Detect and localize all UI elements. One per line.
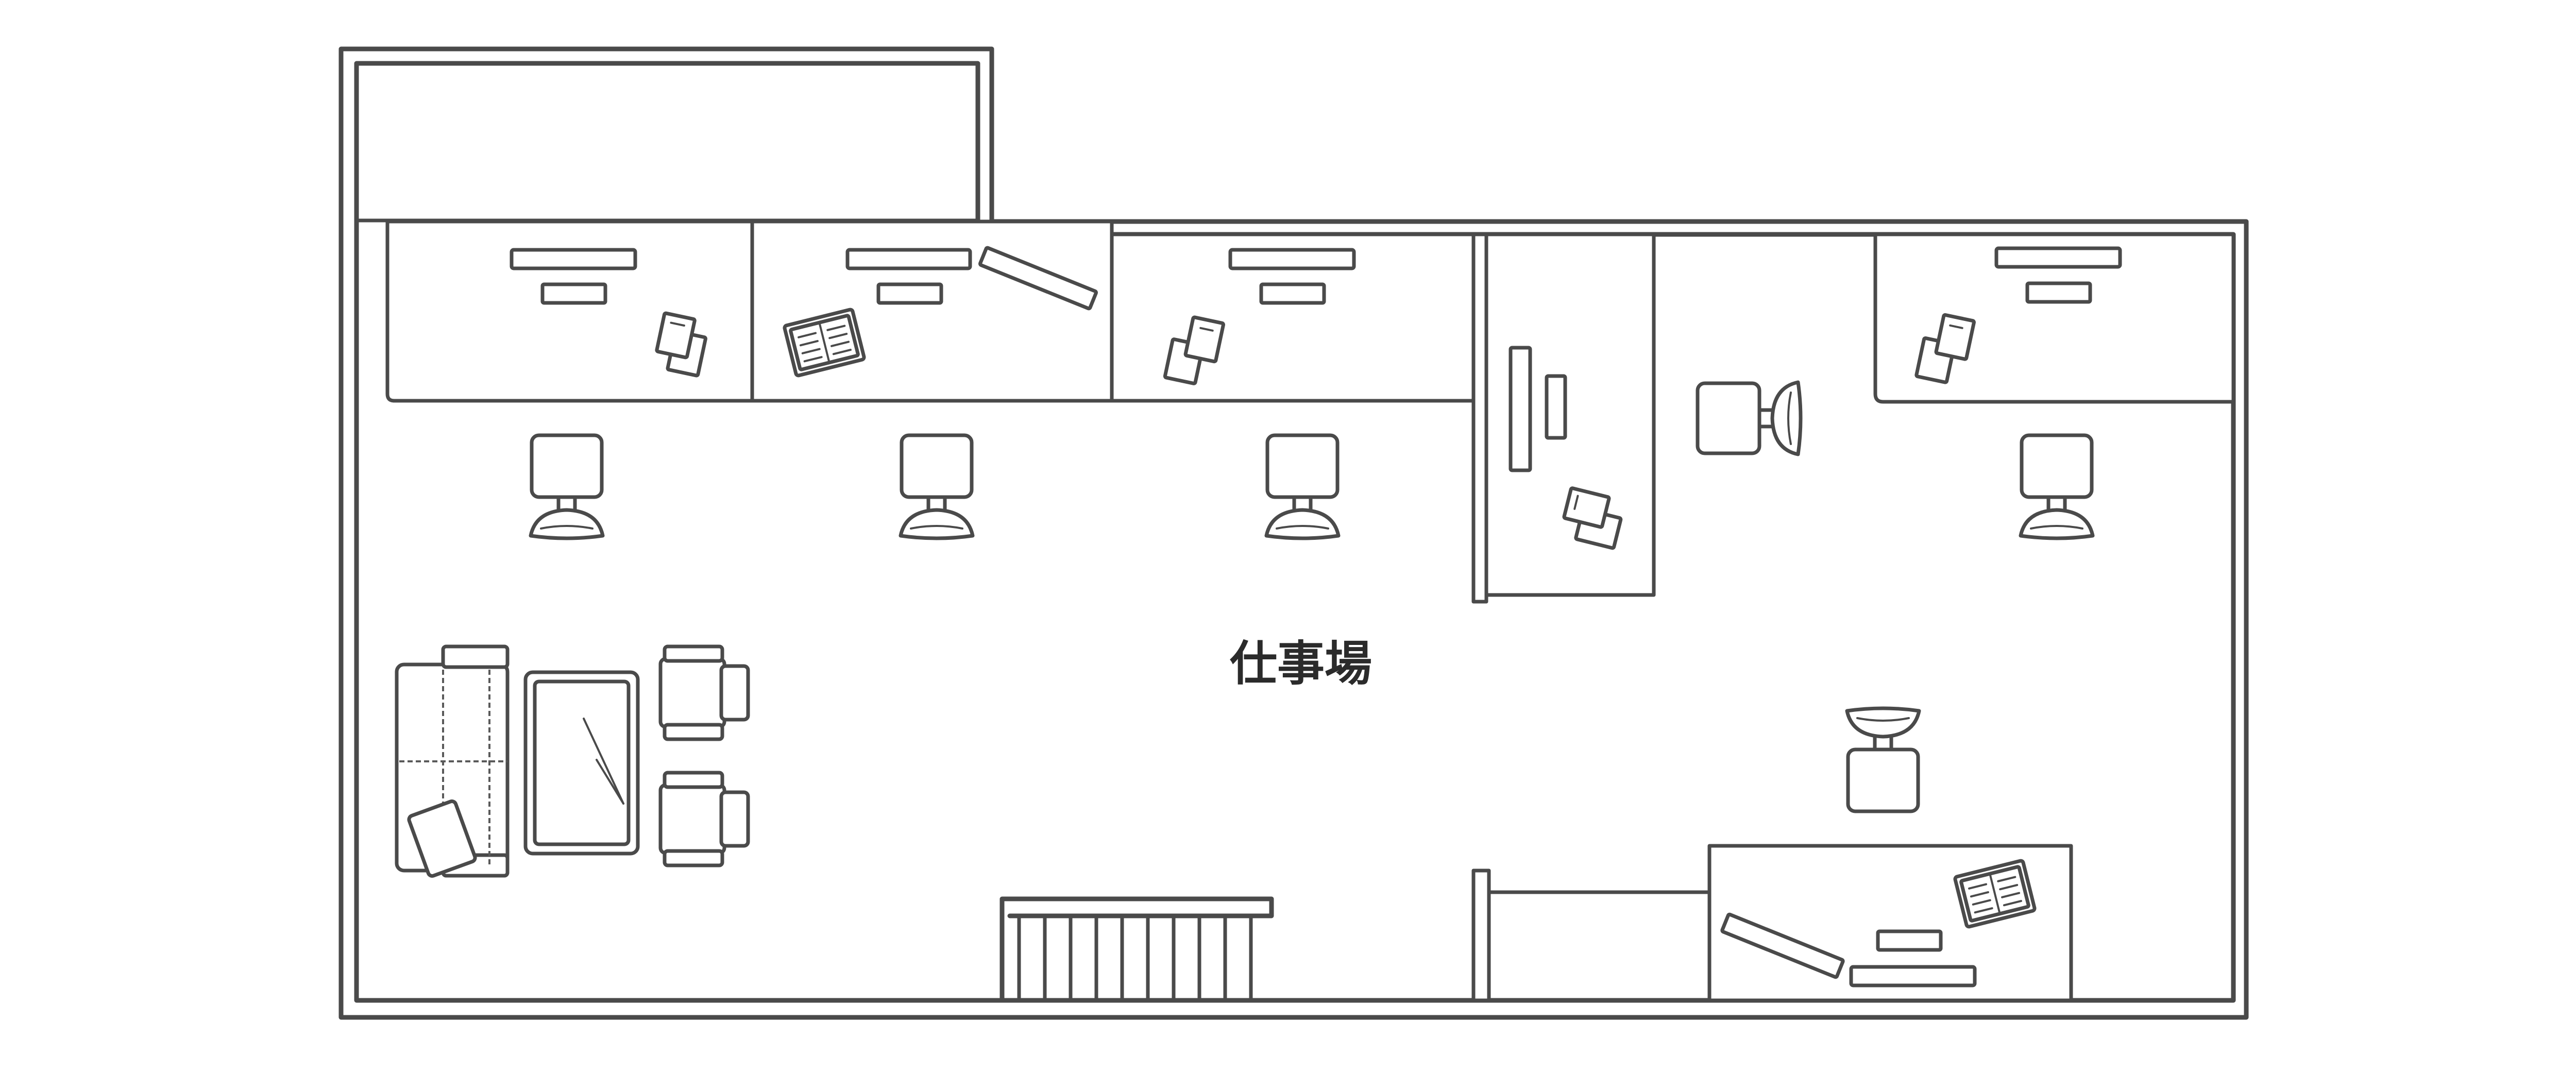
keyboard: [1259, 282, 1326, 305]
desk-1-items: [510, 248, 707, 378]
office-chair: [2019, 433, 2095, 540]
keyboard: [540, 282, 607, 305]
open-book-icon: [1953, 859, 2037, 929]
monitor: [510, 248, 637, 270]
monitor: [1994, 246, 2122, 269]
shelf: [1545, 374, 1567, 440]
coffee-table: [523, 670, 640, 856]
desk-3-items: [1163, 248, 1356, 385]
desk-2-items: [783, 246, 1098, 378]
monitor: [1849, 965, 1977, 987]
armchair: [658, 771, 750, 867]
keyboard: [876, 282, 943, 305]
sofa: [395, 644, 510, 878]
monitor: [845, 248, 972, 270]
room-label: 仕事場: [1230, 636, 1372, 691]
shelf: [1509, 346, 1532, 472]
bottom-right-area: [1471, 844, 2073, 1002]
monitor: [1228, 248, 1356, 270]
open-book-icon: [783, 308, 866, 378]
office-chair: [529, 433, 605, 540]
office-chair: [1696, 380, 1803, 456]
documents-icon: [1163, 315, 1225, 385]
documents-icon: [1562, 486, 1623, 550]
office-chair: [899, 433, 975, 540]
desk-top-right: [1873, 232, 2235, 404]
staircase: [999, 896, 1274, 1003]
keyboard: [1876, 929, 1943, 952]
office-chair: [1845, 706, 1921, 813]
keyboard: [2025, 281, 2092, 304]
partition-block: [1471, 232, 1656, 604]
ruler: [1720, 912, 1845, 979]
documents-icon: [655, 311, 707, 378]
ruler: [978, 246, 1098, 311]
cushion: [407, 799, 477, 878]
office-chair: [1264, 433, 1341, 540]
armchair: [658, 644, 750, 741]
documents-icon: [1914, 313, 1976, 384]
